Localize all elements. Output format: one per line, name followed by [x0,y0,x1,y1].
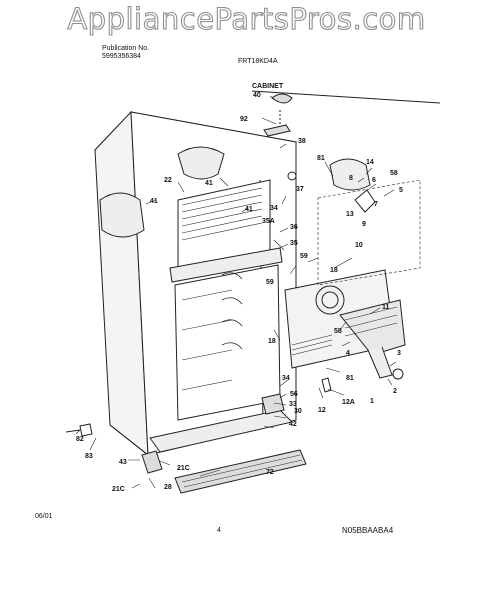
callout-14: 14 [366,159,374,166]
callout-41-mid: 41 [245,206,253,213]
callout-28: 28 [164,484,172,491]
divider-mullion [169,247,283,283]
callout-35: 35 [290,240,298,247]
callout-5: 5 [399,187,403,194]
duct-extension [367,346,393,379]
plug [287,171,297,181]
callout-81: 81 [317,155,325,162]
callout-58: 58 [390,170,398,177]
callout-12: 12 [318,407,326,414]
callout-30: 30 [294,408,302,415]
callout-1: 1 [370,398,374,405]
footer-date: 06/01 [35,513,53,520]
callout-42: 42 [289,421,297,428]
callout-8: 8 [349,175,353,182]
callout-72: 72 [266,469,274,476]
dashed-guide [317,179,421,286]
knob [392,368,404,380]
callout-59: 59 [266,279,274,286]
callout-37: 37 [296,186,304,193]
callout-3: 3 [397,350,401,357]
top-hinge-cover [271,93,293,104]
callout-11: 11 [382,304,390,311]
callout-34: 34 [282,375,290,382]
callout-56: 56 [290,391,298,398]
callout-12A: 12A [342,399,355,406]
callout-13: 13 [346,211,354,218]
callout-22: 22 [164,177,172,184]
callout-33: 33 [289,401,297,408]
callout-35A: 35A [262,218,275,225]
callout-38: 38 [298,138,306,145]
callout-6: 6 [372,177,376,184]
callout-43: 43 [119,459,127,466]
publication-number: 5995356384 [102,53,141,60]
control-housing [99,192,145,238]
top-hinge [263,124,291,137]
callout-40: 40 [253,92,261,99]
fan-blade [354,189,376,213]
callout-83: 83 [85,453,93,460]
fan-motor [329,158,371,191]
callout-9: 9 [362,221,366,228]
callout-2: 2 [393,388,397,395]
header-rule [251,90,441,104]
page-number: 4 [217,527,221,534]
callout-18-top: 18 [330,267,338,274]
callout-59-top: 59 [300,253,308,260]
watermark: AppliancePartsPros.com [67,1,426,36]
bottom-hinge [141,450,163,474]
callout-58-mid: 58 [334,328,342,335]
section-title: CABINET [252,83,284,90]
callout-92: 92 [240,116,248,123]
callout-7: 7 [374,201,378,208]
model-number: FRT18KD4A [238,58,278,65]
toe-grille [174,449,307,494]
leveling-leg [65,423,93,437]
callout-41-top: 41 [205,180,213,187]
bottom-bracket [261,393,285,415]
callout-82: 82 [76,436,84,443]
callout-10: 10 [355,242,363,249]
fan-opening [315,285,345,315]
callout-81-mid: 81 [346,375,354,382]
callout-21C: 21C [112,486,125,493]
light-housing [177,146,225,180]
callout-34-top: 34 [270,205,278,212]
callout-21C-top: 21C [177,465,190,472]
fresh-food-compartment [174,264,281,421]
air-duct [339,299,406,356]
callout-41-left: 41 [150,198,158,205]
callout-36: 36 [290,224,298,231]
bottom-rail [149,409,293,453]
diagram-code: N05BBAABA4 [342,526,394,535]
callout-18: 18 [268,338,276,345]
publication-label: Publication No. [102,45,150,52]
callout-4: 4 [346,350,350,357]
